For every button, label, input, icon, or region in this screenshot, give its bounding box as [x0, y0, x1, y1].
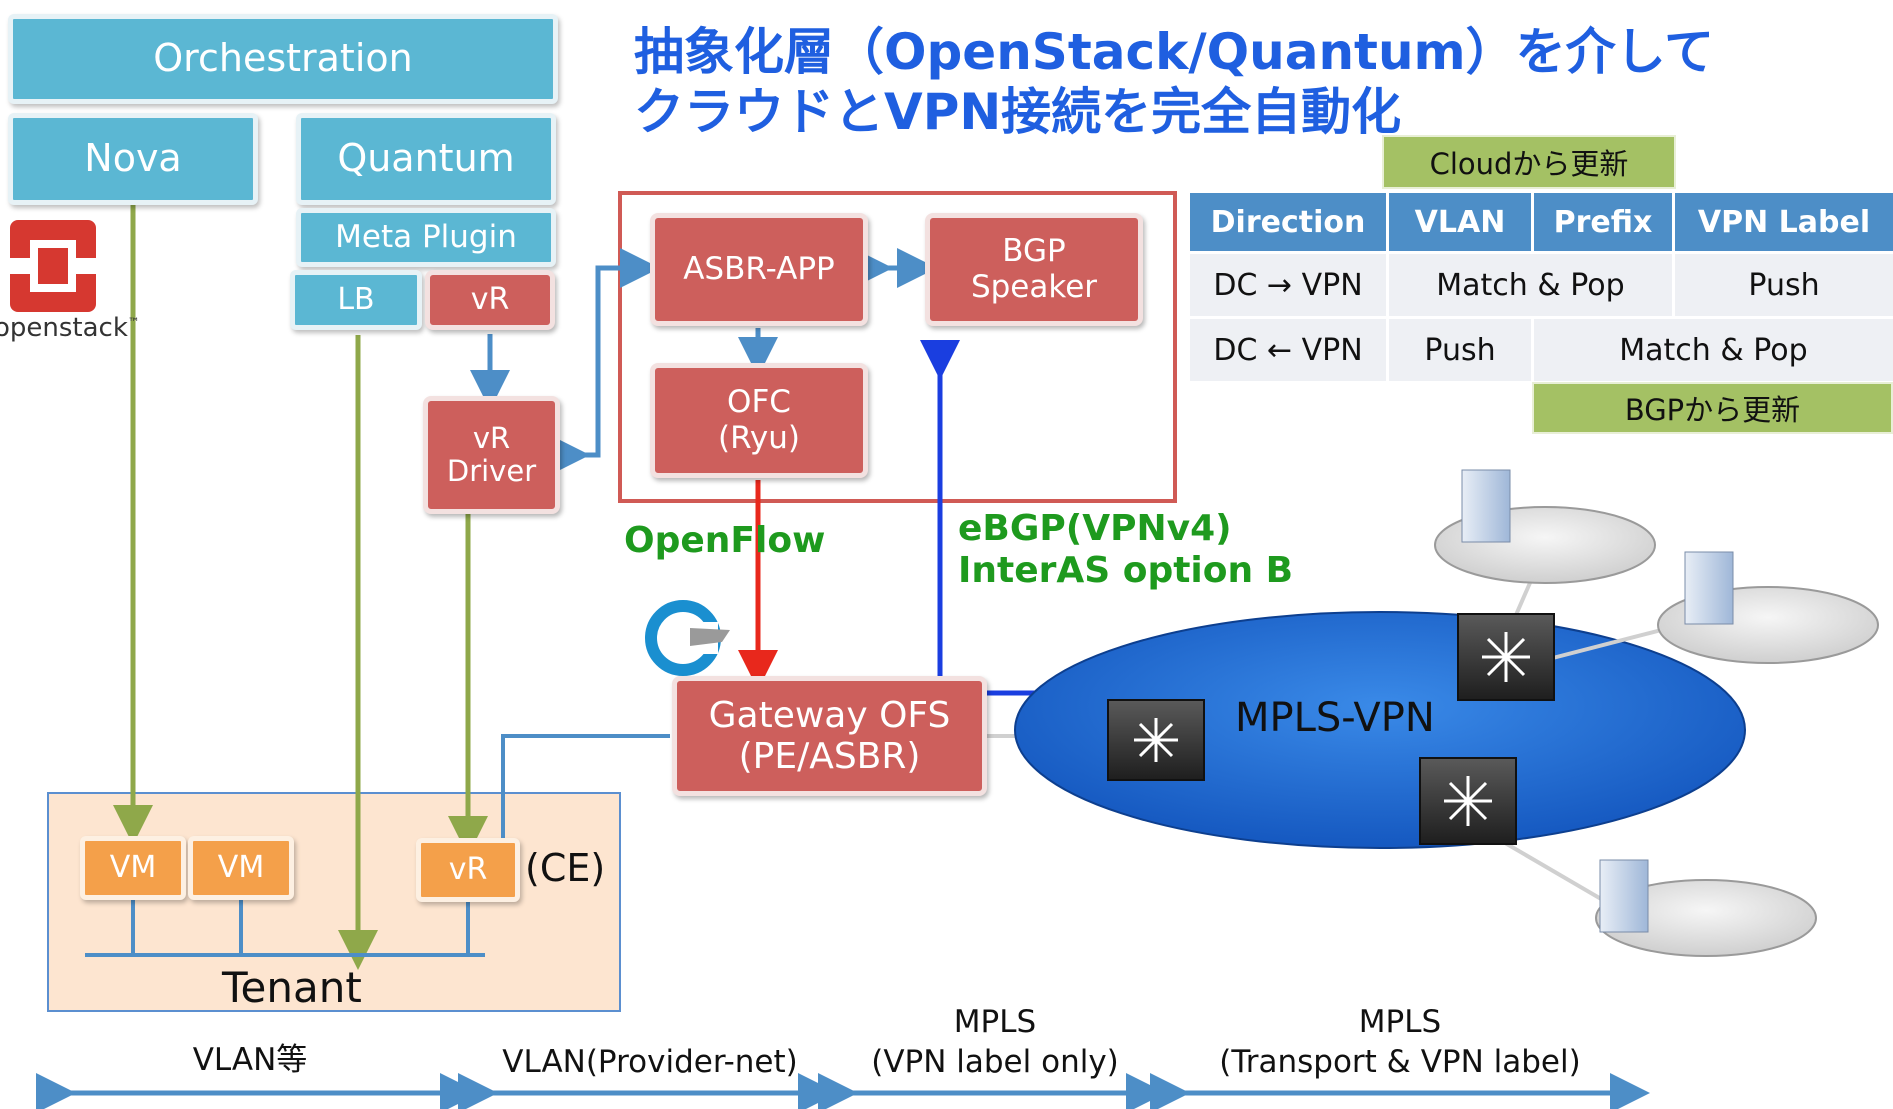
- vr-driver-box: vR Driver: [423, 396, 560, 514]
- router-icon: [1107, 699, 1205, 781]
- vr-driver-label-2: Driver: [446, 454, 537, 488]
- openflow-label: OpenFlow: [624, 520, 826, 561]
- header-prefix: Prefix: [1534, 193, 1672, 251]
- mpls-vpn-label: MPLS-VPN: [1235, 695, 1435, 741]
- driver-asbr-arrow: [550, 248, 660, 475]
- lb-label: LB: [337, 281, 375, 317]
- seg4-label-1: MPLS: [1358, 1004, 1442, 1040]
- row2-direction: DC ← VPN: [1190, 319, 1386, 381]
- title-line-2: クラウドとVPN接続を完全自動化: [634, 83, 1402, 141]
- ebgp-label-1: eBGP(VPNv4): [958, 508, 1232, 549]
- ofc-label-1: OFC: [727, 383, 791, 420]
- bgp-update-tag: BGPから更新: [1532, 382, 1893, 434]
- vr-plugin-label: vR: [470, 281, 510, 317]
- ebgp-label-2: InterAS option B: [958, 550, 1294, 591]
- server-icon: [1461, 469, 1511, 543]
- bgp-speaker-label-1: BGP: [1002, 232, 1066, 269]
- openstack-logo-word: openstack: [0, 313, 128, 343]
- gateway-ofs-label-1: Gateway OFS: [708, 694, 951, 736]
- site-1: [1434, 469, 1656, 584]
- seg1-label: VLAN等: [192, 1042, 308, 1078]
- row1-direction: DC → VPN: [1190, 254, 1386, 316]
- router-icon: [1419, 757, 1517, 845]
- orchestration-box: Orchestration: [8, 14, 558, 104]
- vm-label-2: VM: [217, 849, 265, 885]
- orchestration-label: Orchestration: [153, 36, 413, 81]
- gateway-ce-line: [501, 734, 670, 850]
- row1-vlan-prefix: Match & Pop: [1389, 254, 1672, 316]
- seg4-label-2: (Transport & VPN label): [1219, 1044, 1581, 1080]
- openstack-logo-icon: [10, 220, 96, 312]
- ofc-label-2: (Ryu): [717, 419, 801, 456]
- vm-label-1: VM: [109, 849, 157, 885]
- header-direction: Direction: [1190, 193, 1386, 251]
- mpls-cloud: [1014, 611, 1746, 849]
- site-3: [1595, 859, 1817, 957]
- cloud-update-tag: Cloudから更新: [1382, 135, 1676, 189]
- tenant-label: Tenant: [222, 963, 362, 1012]
- site-2: [1657, 551, 1879, 664]
- gateway-ofs-label-2: (PE/ASBR): [738, 736, 921, 777]
- openstack-logo-tm: ™: [127, 315, 140, 330]
- vr-plugin-box: vR: [425, 270, 555, 330]
- asbr-app-label: ASBR-APP: [683, 250, 835, 287]
- meta-plugin-label: Meta Plugin: [335, 218, 517, 255]
- vm-box-2: VM: [188, 836, 294, 900]
- quantum-label: Quantum: [337, 136, 515, 181]
- header-vlan: VLAN: [1389, 193, 1531, 251]
- row2-vlan: Push: [1389, 319, 1531, 381]
- bgp-speaker-box: BGP Speaker: [925, 213, 1143, 326]
- quantum-box: Quantum: [296, 113, 556, 205]
- vm-box-1: VM: [80, 836, 186, 900]
- bgp-speaker-label-2: Speaker: [970, 268, 1098, 305]
- openstack-logo-text: openstack™: [0, 313, 140, 343]
- gateway-ofs-box: Gateway OFS (PE/ASBR): [672, 676, 987, 796]
- vr-ce-label: vR: [448, 851, 488, 887]
- nova-box: Nova: [8, 113, 258, 205]
- row2-prefix-label: Match & Pop: [1534, 319, 1893, 381]
- vr-ce-box: vR: [416, 838, 520, 902]
- router-icon: [1457, 613, 1555, 701]
- asbr-app-box: ASBR-APP: [650, 213, 868, 326]
- seg2-label: VLAN(Provider-net): [502, 1044, 798, 1080]
- seg3-label-2: (VPN label only): [871, 1044, 1119, 1080]
- seg3-label-1: MPLS: [953, 1004, 1037, 1040]
- ofc-box: OFC (Ryu): [650, 363, 868, 478]
- title-line-1: 抽象化層（OpenStack/Quantum）を介して: [634, 23, 1715, 81]
- header-vpn-label: VPN Label: [1675, 193, 1893, 251]
- ce-label: (CE): [525, 846, 606, 890]
- server-icon: [1599, 859, 1649, 933]
- nova-label: Nova: [84, 136, 182, 181]
- lb-box: LB: [290, 270, 422, 330]
- server-icon: [1684, 551, 1734, 625]
- row1-vpn-label: Push: [1675, 254, 1893, 316]
- meta-plugin-box: Meta Plugin: [296, 208, 556, 267]
- ryu-logo-icon: [645, 600, 730, 676]
- vr-driver-label-1: vR: [472, 420, 511, 455]
